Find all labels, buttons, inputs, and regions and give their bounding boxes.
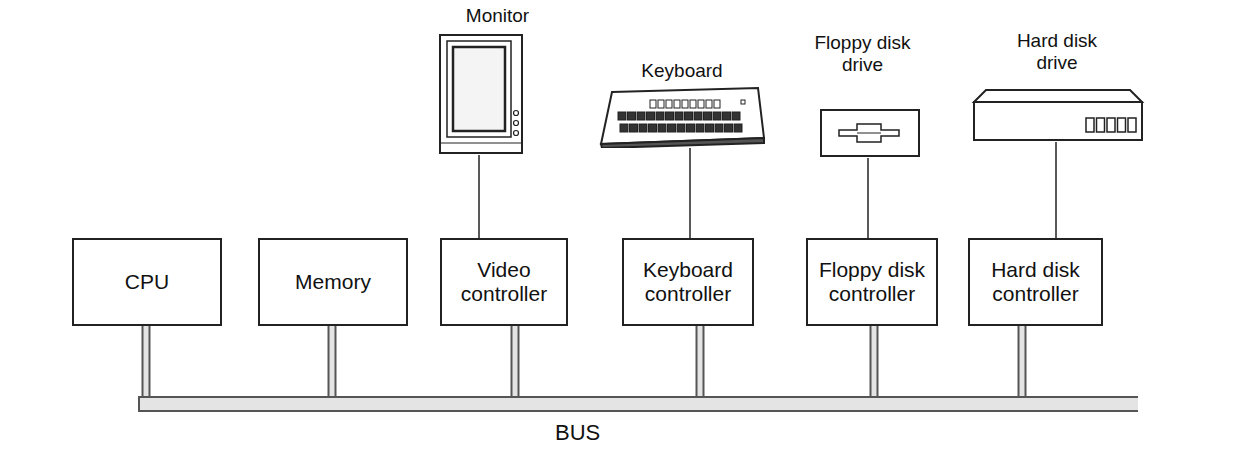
controller-box: Video controller — [440, 238, 568, 326]
device: Monitor — [435, 5, 560, 155]
bus-connector — [332, 326, 333, 399]
controller-box: Floppy disk controller — [806, 238, 938, 326]
box-label: Floppy disk controller — [808, 258, 936, 306]
controller-box: CPU — [72, 238, 222, 326]
bus-connector — [1022, 326, 1023, 399]
system-bus: BUS — [138, 396, 1138, 412]
box-label: Keyboard controller — [624, 258, 752, 306]
bus-connector — [700, 326, 701, 399]
controller-box: Memory — [258, 238, 408, 326]
controller-box: Keyboard controller — [622, 238, 754, 326]
monitor-illustration — [435, 5, 560, 155]
device-label: Monitor — [438, 5, 558, 27]
device: Hard disk drive — [968, 30, 1146, 142]
device-label: Floppy disk drive — [808, 32, 918, 76]
box-label: Video controller — [442, 258, 566, 306]
device: Keyboard — [598, 60, 766, 148]
device-cable — [690, 148, 691, 238]
controller-box: Hard disk controller — [968, 238, 1103, 326]
box-label: Memory — [290, 270, 376, 294]
device-cable — [868, 158, 869, 238]
box-label: Hard disk controller — [970, 258, 1101, 306]
box-label: CPU — [120, 270, 174, 294]
device-cable — [1056, 142, 1057, 238]
bus-label: BUS — [555, 420, 600, 446]
bus-connector — [874, 326, 875, 399]
device-label: Hard disk drive — [1002, 30, 1112, 74]
device: Floppy disk drive — [795, 32, 930, 158]
device-label: Keyboard — [602, 60, 762, 82]
device-cable — [479, 155, 480, 238]
bus-connector — [146, 326, 147, 399]
bus-connector — [515, 326, 516, 399]
